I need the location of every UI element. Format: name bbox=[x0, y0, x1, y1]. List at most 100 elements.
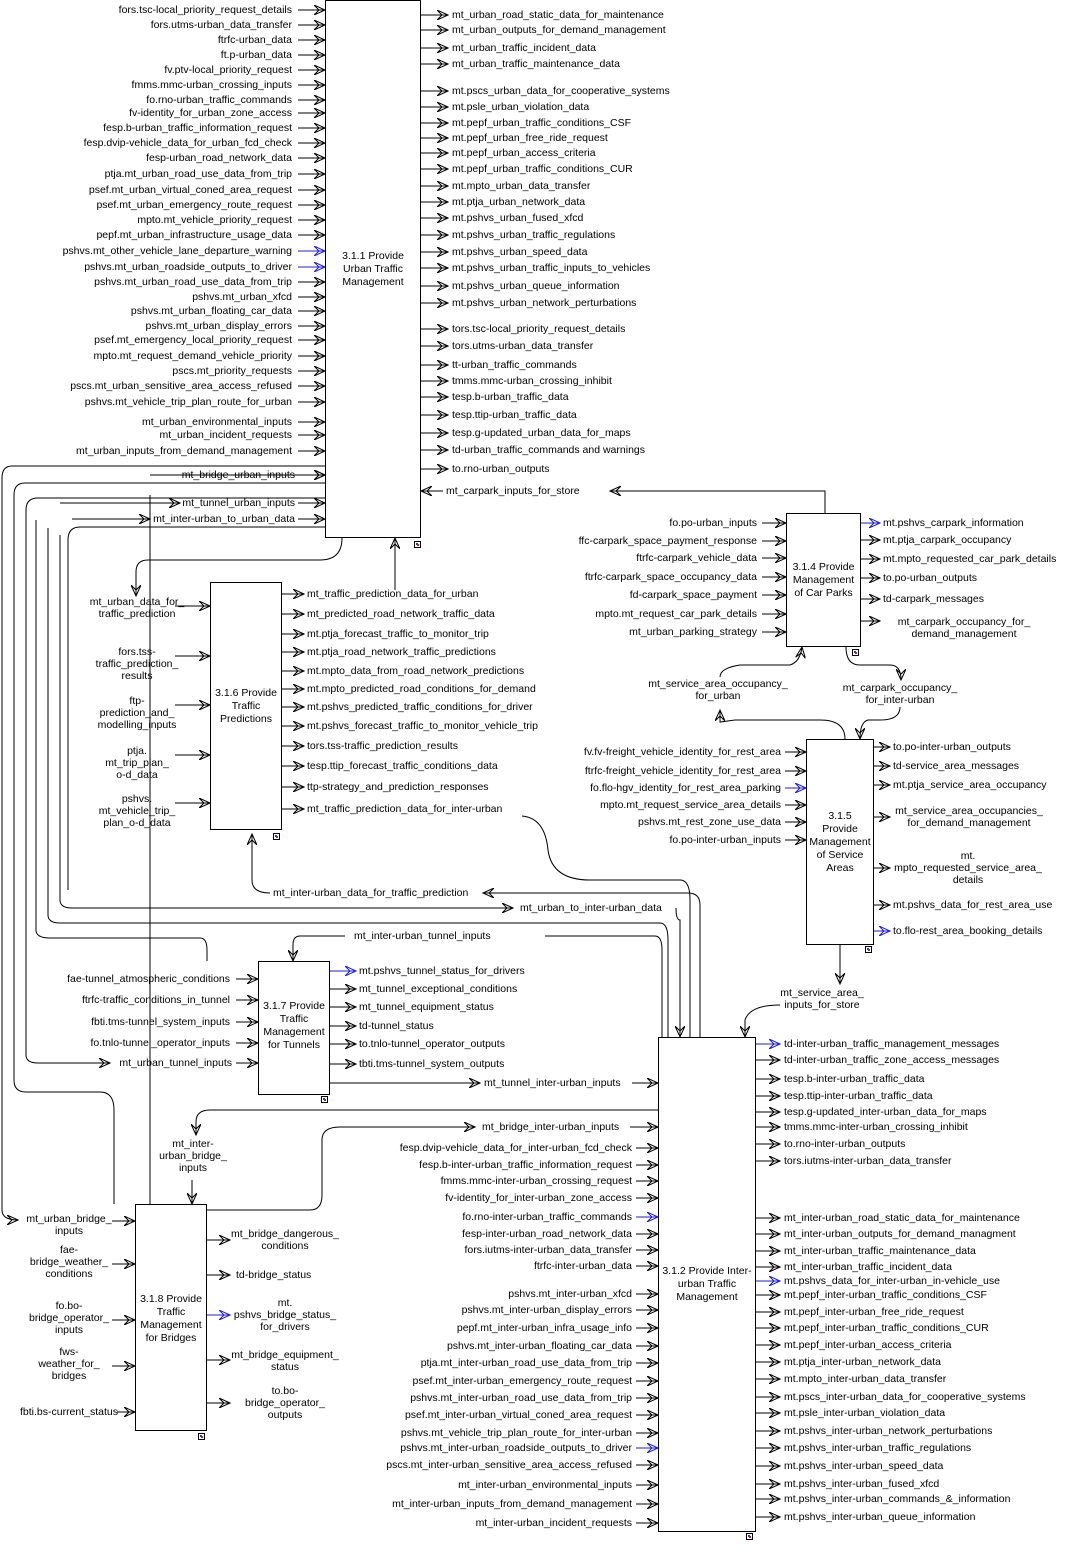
input-flow-3-1-2[interactable]: pshvs.mt_inter-urban_display_errors bbox=[461, 1304, 632, 1316]
input-flow-3-1-1[interactable]: pscs.mt_urban_sensitive_area_access_refu… bbox=[70, 380, 292, 392]
input-flow-3-1-2[interactable]: fors.iutms-inter-urban_data_transfer bbox=[464, 1244, 633, 1256]
output-flow-3-1-2[interactable]: tesp.ttip-inter-urban_traffic_data bbox=[784, 1090, 933, 1102]
output-flow-3-1-2[interactable]: tesp.b-inter-urban_traffic_data bbox=[784, 1073, 925, 1085]
output-flow-3-1-5[interactable]: mt_service_area_occupancies_ for_demand_… bbox=[895, 805, 1043, 829]
flow-label-tunnel-inter-urban-inputs[interactable]: mt_tunnel_inter-urban_inputs bbox=[484, 1077, 621, 1089]
output-flow-3-1-4[interactable]: td-carpark_messages bbox=[883, 593, 984, 605]
input-flow-3-1-1[interactable]: fesp.b-urban_traffic_information_request bbox=[103, 122, 292, 134]
output-flow-3-1-2[interactable]: mt.ptja_inter-urban_network_data bbox=[784, 1356, 942, 1368]
output-flow-3-1-1[interactable]: tmms.mmc-urban_crossing_inhibit bbox=[452, 375, 612, 387]
output-flow-3-1-2[interactable]: mt_inter-urban_road_static_data_for_main… bbox=[784, 1212, 1020, 1224]
input-flow-3-1-7[interactable]: fo.tnlo-tunnel_operator_inputs bbox=[90, 1037, 230, 1049]
input-flow-3-1-1[interactable]: pshvs.mt_urban_floating_car_data bbox=[130, 305, 292, 317]
input-flow-3-1-4[interactable]: ftrfc-carpark_space_occupancy_data bbox=[584, 571, 757, 583]
output-flow-3-1-1[interactable]: mt.pshvs_urban_speed_data bbox=[452, 246, 588, 258]
input-flow-3-1-2[interactable]: fv-identity_for_inter-urban_zone_access bbox=[445, 1192, 632, 1204]
output-flow-3-1-7[interactable]: mt.pshvs_tunnel_status_for_drivers bbox=[359, 965, 525, 977]
output-flow-3-1-4[interactable]: to.po-urban_outputs bbox=[883, 572, 977, 584]
output-flow-3-1-1[interactable]: mt_urban_outputs_for_demand_management bbox=[452, 24, 666, 36]
input-flow-3-1-4[interactable]: ftrfc-carpark_vehicle_data bbox=[636, 552, 757, 564]
input-flow-3-1-5[interactable]: ftrfc-freight_vehicle_identity_for_rest_… bbox=[584, 765, 781, 777]
flow-label-carpark-inputs-for-store[interactable]: mt_carpark_inputs_for_store bbox=[446, 485, 580, 497]
output-flow-3-1-2[interactable]: tors.iutms-inter-urban_data_transfer bbox=[784, 1155, 952, 1167]
output-flow-3-1-1[interactable]: mt.pshvs_urban_queue_information bbox=[452, 280, 620, 292]
input-flow-3-1-7[interactable]: ftrfc-traffic_conditions_in_tunnel bbox=[81, 994, 230, 1006]
expand-corner-icon[interactable] bbox=[746, 1533, 753, 1540]
process-3-1-6-traffic-predictions[interactable]: 3.1.6 Provide Traffic Predictions bbox=[210, 582, 282, 830]
input-flow-3-1-1[interactable]: mpto.mt_vehicle_priority_request bbox=[137, 214, 292, 226]
input-flow-3-1-2[interactable]: mt_inter-urban_inputs_from_demand_manage… bbox=[392, 1498, 632, 1510]
input-flow-3-1-1[interactable]: fesp.dvip-vehicle_data_for_urban_fcd_che… bbox=[83, 137, 292, 149]
output-flow-3-1-6[interactable]: mt.ptja_road_network_traffic_predictions bbox=[307, 646, 496, 658]
input-flow-3-1-8[interactable]: fws- weather_for_ bridges bbox=[38, 1346, 100, 1382]
input-flow-3-1-1[interactable]: pepf.mt_urban_infrastructure_usage_data bbox=[96, 229, 292, 241]
output-flow-3-1-1[interactable]: mt.pepf_urban_traffic_conditions_CSF bbox=[452, 117, 631, 129]
input-flow-3-1-1[interactable]: fmms.mmc-urban_crossing_inputs bbox=[131, 79, 292, 91]
input-flow-3-1-2[interactable]: fesp-inter-urban_road_network_data bbox=[462, 1228, 632, 1240]
input-flow-3-1-8[interactable]: fae- bridge_weather_ conditions bbox=[29, 1244, 109, 1280]
output-flow-3-1-5[interactable]: to.po-inter-urban_outputs bbox=[893, 741, 1011, 753]
output-flow-3-1-8[interactable]: to.bo- bridge_operator_ outputs bbox=[245, 1385, 325, 1421]
output-flow-3-1-2[interactable]: mt.pshvs_data_for_inter-urban_in-vehicle… bbox=[784, 1275, 1000, 1287]
input-flow-3-1-1[interactable]: pshvs.mt_other_vehicle_lane_departure_wa… bbox=[62, 245, 292, 257]
flow-label-urban-to-inter-urban[interactable]: mt_urban_to_inter-urban_data bbox=[520, 902, 662, 914]
output-flow-3-1-6[interactable]: mt_traffic_prediction_data_for_urban bbox=[307, 588, 479, 600]
input-flow-3-1-1[interactable]: mt_tunnel_urban_inputs bbox=[182, 497, 295, 509]
output-flow-3-1-1[interactable]: mt.pshvs_urban_fused_xfcd bbox=[452, 212, 584, 224]
flow-label-inter-urban-bridge-inputs[interactable]: mt_inter- urban_bridge_ inputs bbox=[159, 1138, 227, 1174]
input-flow-3-1-1[interactable]: mt_inter-urban_to_urban_data bbox=[153, 513, 295, 525]
output-flow-3-1-1[interactable]: tors.tsc-local_priority_request_details bbox=[452, 323, 626, 335]
output-flow-3-1-5[interactable]: mt.pshvs_data_for_rest_area_use bbox=[893, 899, 1053, 911]
input-flow-3-1-1[interactable]: pshvs.mt_urban_road_use_data_from_trip bbox=[94, 276, 292, 288]
output-flow-3-1-6[interactable]: ttp-strategy_and_prediction_responses bbox=[307, 781, 489, 793]
output-flow-3-1-4[interactable]: mt.mpto_requested_car_park_details bbox=[883, 553, 1057, 565]
output-flow-3-1-2[interactable]: td-inter-urban_traffic_zone_access_messa… bbox=[784, 1054, 1000, 1066]
input-flow-3-1-8[interactable]: fbti.bs-current_status bbox=[19, 1406, 119, 1418]
output-flow-3-1-8[interactable]: td-bridge_status bbox=[236, 1269, 312, 1281]
input-flow-3-1-2[interactable]: fmms.mmc-inter-urban_crossing_request bbox=[440, 1175, 632, 1187]
input-flow-3-1-2[interactable]: ftrfc-inter-urban_data bbox=[533, 1260, 632, 1272]
output-flow-3-1-2[interactable]: mt.pshvs_inter-urban_network_perturbatio… bbox=[784, 1425, 993, 1437]
input-flow-3-1-1[interactable]: ft.p-urban_data bbox=[220, 49, 292, 61]
input-flow-3-1-8[interactable]: mt_urban_bridge_ inputs bbox=[26, 1213, 112, 1237]
output-flow-3-1-1[interactable]: tesp.g-updated_urban_data_for_maps bbox=[452, 427, 631, 439]
output-flow-3-1-1[interactable]: mt.pshvs_urban_network_perturbations bbox=[452, 297, 637, 309]
output-flow-3-1-2[interactable]: mt.pepf_inter-urban_access_criteria bbox=[784, 1339, 952, 1351]
output-flow-3-1-7[interactable]: tbti.tms-tunnel_system_outputs bbox=[359, 1058, 505, 1070]
output-flow-3-1-2[interactable]: td-inter-urban_traffic_management_messag… bbox=[784, 1038, 1000, 1050]
flow-label-service-area-inputs-for-store[interactable]: mt_service_area_ inputs_for_store bbox=[780, 987, 864, 1011]
input-flow-3-1-1[interactable]: fv-identity_for_urban_zone_access bbox=[129, 107, 292, 119]
output-flow-3-1-1[interactable]: mt.pshvs_urban_traffic_inputs_to_vehicle… bbox=[452, 262, 651, 274]
input-flow-3-1-1[interactable]: mt_urban_incident_requests bbox=[159, 429, 292, 441]
output-flow-3-1-2[interactable]: mt.pshvs_inter-urban_traffic_regulations bbox=[784, 1442, 972, 1454]
output-flow-3-1-4[interactable]: mt.ptja_carpark_occupancy bbox=[883, 534, 1012, 546]
output-flow-3-1-4[interactable]: mt.pshvs_carpark_information bbox=[883, 517, 1024, 529]
output-flow-3-1-2[interactable]: tesp.g-updated_inter-urban_data_for_maps bbox=[784, 1106, 987, 1118]
process-3-1-5-service-areas[interactable]: 3.1.5 Provide Management of Service Area… bbox=[806, 739, 874, 945]
input-flow-3-1-2[interactable]: pepf.mt_inter-urban_infra_usage_info bbox=[456, 1322, 632, 1334]
output-flow-3-1-2[interactable]: mt.pshvs_inter-urban_commands_&_informat… bbox=[784, 1493, 1011, 1505]
output-flow-3-1-1[interactable]: mt.pshvs_urban_traffic_regulations bbox=[452, 229, 616, 241]
output-flow-3-1-1[interactable]: mt.mpto_urban_data_transfer bbox=[452, 180, 591, 192]
output-flow-3-1-1[interactable]: mt_urban_traffic_incident_data bbox=[452, 42, 596, 54]
input-flow-3-1-6[interactable]: ptja. mt_trip_plan_ o-d_data bbox=[105, 745, 169, 781]
output-flow-3-1-1[interactable]: mt.pscs_urban_data_for_cooperative_syste… bbox=[452, 85, 670, 97]
input-flow-3-1-4[interactable]: mt_urban_parking_strategy bbox=[629, 626, 757, 638]
output-flow-3-1-1[interactable]: mt.pepf_urban_access_criteria bbox=[452, 147, 596, 159]
output-flow-3-1-8[interactable]: mt_bridge_equipment_ status bbox=[231, 1349, 339, 1373]
input-flow-3-1-1[interactable]: fv.ptv-local_priority_request bbox=[164, 64, 292, 76]
output-flow-3-1-7[interactable]: mt_tunnel_equipment_status bbox=[359, 1001, 494, 1013]
input-flow-3-1-2[interactable]: fo.rno-inter-urban_traffic_commands bbox=[462, 1211, 632, 1223]
output-flow-3-1-6[interactable]: tesp.ttip_forecast_traffic_conditions_da… bbox=[307, 760, 498, 772]
flow-label-carpark-for-inter-urban[interactable]: mt_carpark_occupancy_ for_inter-urban bbox=[842, 682, 958, 706]
input-flow-3-1-2[interactable]: pshvs.mt_inter-urban_xfcd bbox=[508, 1288, 632, 1300]
expand-corner-icon[interactable] bbox=[198, 1433, 205, 1440]
output-flow-3-1-1[interactable]: tors.utms-urban_data_transfer bbox=[452, 340, 594, 352]
output-flow-3-1-1[interactable]: to.rno-urban_outputs bbox=[452, 463, 550, 475]
output-flow-3-1-7[interactable]: to.tnlo-tunnel_operator_outputs bbox=[359, 1038, 505, 1050]
input-flow-3-1-1[interactable]: pscs.mt_priority_requests bbox=[172, 365, 292, 377]
output-flow-3-1-7[interactable]: td-tunnel_status bbox=[359, 1020, 434, 1032]
input-flow-3-1-1[interactable]: pshvs.mt_urban_display_errors bbox=[145, 320, 293, 332]
input-flow-3-1-2[interactable]: mt_inter-urban_environmental_inputs bbox=[458, 1479, 632, 1491]
output-flow-3-1-4[interactable]: mt_carpark_occupancy_for_ demand_managem… bbox=[897, 616, 1031, 640]
